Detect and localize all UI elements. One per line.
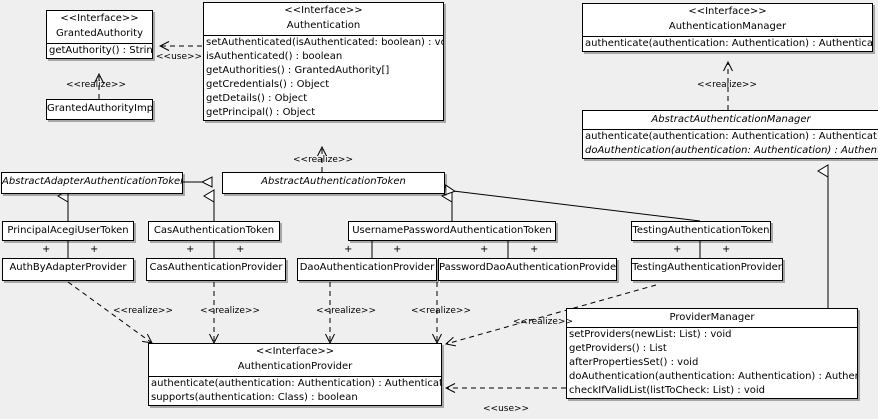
multiplicity-marker: + [480, 244, 489, 255]
operation: doAuthentication(authentication: Authent… [585, 145, 878, 156]
class-granted-authority-impl[interactable]: GrantedAuthorityImpl [46, 99, 153, 120]
compartment-divider [204, 35, 443, 36]
operation: getDetails() : Object [206, 93, 308, 104]
class-password-dao-authentication-provider[interactable]: PasswordDaoAuthenticationProvider [438, 258, 617, 281]
class-name: AuthByAdapterProvider [9, 262, 127, 273]
class-header: <<Interface>> AuthenticationManager [583, 4, 872, 36]
class-dao-authentication-provider[interactable]: DaoAuthenticationProvider [297, 258, 437, 281]
multiplicity-marker: + [393, 244, 402, 255]
operations-compartment: authenticate(authentication: Authenticat… [583, 130, 878, 158]
operations-compartment: setAuthenticated(isAuthenticated: boolea… [204, 36, 443, 120]
multiplicity-marker: + [236, 244, 245, 255]
operation: isAuthenticated() : boolean [206, 51, 343, 62]
operation: checkIfValidList(listToCheck: List) : vo… [569, 385, 766, 396]
class-header: <<Interface>> AuthenticationProvider [149, 344, 441, 376]
class-abstract-authentication-token[interactable]: AbstractAuthenticationToken [222, 172, 445, 194]
class-abstract-authentication-manager[interactable]: AbstractAuthenticationManager authentica… [582, 110, 878, 159]
operation: setProviders(newList: List) : void [569, 329, 732, 340]
multiplicity-marker: + [186, 244, 195, 255]
multiplicity-marker: + [673, 244, 682, 255]
edge-generalization-testingauthenticationtoken [445, 190, 701, 222]
class-name: AbstractAdapterAuthenticationToken [2, 176, 183, 187]
operation: setAuthenticated(isAuthenticated: boolea… [206, 37, 444, 48]
edge-label-realize-passworddaoauthenticationprovider: <<realize>> [411, 306, 471, 316]
operation: supports(authentication: Class) : boolea… [151, 392, 358, 403]
class-username-password-authentication-token[interactable]: UsernamePasswordAuthenticationToken [348, 221, 556, 241]
class-name: CasAuthenticationProvider [149, 262, 283, 273]
operation: getAuthority() : String [49, 45, 153, 56]
class-abstract-adapter-authentication-token[interactable]: AbstractAdapterAuthenticationToken [1, 172, 183, 194]
class-cas-authentication-provider[interactable]: CasAuthenticationProvider [146, 258, 286, 281]
compartment-divider [583, 129, 878, 130]
operation: getCredentials() : Object [206, 79, 330, 90]
operations-compartment: setProviders(newList: List) : void getPr… [567, 328, 857, 398]
compartment-divider [47, 43, 152, 44]
compartment-divider [149, 376, 441, 377]
operation: getAuthorities() : GrantedAuthority[] [206, 65, 390, 76]
operation: afterPropertiesSet() : void [569, 357, 699, 368]
class-name: AbstractAuthenticationManager [651, 114, 811, 125]
stereotype-label: <<Interface>> [284, 5, 363, 16]
class-name: GrantedAuthority [55, 28, 144, 39]
operations-compartment: getAuthority() : String [47, 44, 152, 58]
class-name: UsernamePasswordAuthenticationToken [352, 225, 552, 236]
edge-label-realize-authbyadapterprovider: <<realize>> [113, 306, 173, 316]
edge-label-realize-daoauthenticationprovider: <<realize>> [316, 306, 376, 316]
class-auth-by-adapter-provider[interactable]: AuthByAdapterProvider [2, 258, 134, 281]
edge-label-use-providermanager: <<use>> [483, 404, 530, 414]
class-authentication-provider[interactable]: <<Interface>> AuthenticationProvider aut… [148, 343, 442, 406]
class-name: GrantedAuthorityImpl [47, 103, 153, 114]
class-name: TestingAuthenticationToken [632, 225, 770, 236]
operations-compartment: authenticate(authentication: Authenticat… [149, 377, 441, 405]
multiplicity-marker: + [530, 244, 539, 255]
class-testing-authentication-token[interactable]: TestingAuthenticationToken [631, 221, 771, 241]
class-name: Authentication [286, 20, 361, 31]
class-name: AuthenticationManager [668, 21, 787, 32]
multiplicity-marker: + [722, 244, 731, 255]
class-header: AbstractAuthenticationManager [583, 111, 878, 129]
class-authentication[interactable]: <<Interface>> Authentication setAuthenti… [203, 2, 444, 121]
class-header: <<Interface>> GrantedAuthority [47, 11, 152, 43]
edge-label-realize-casauthenticationprovider: <<realize>> [200, 306, 260, 316]
compartment-divider [583, 36, 872, 37]
edge-label-realize-abstractauthenticationtoken: <<realize>> [293, 155, 353, 165]
class-testing-authentication-provider[interactable]: TestingAuthenticationProvider [631, 258, 783, 281]
stereotype-label: <<Interface>> [60, 13, 139, 24]
class-granted-authority[interactable]: <<Interface>> GrantedAuthority getAuthor… [46, 10, 153, 59]
class-name: TestingAuthenticationProvider [632, 262, 782, 273]
compartment-divider [567, 327, 857, 328]
class-header: <<Interface>> Authentication [204, 3, 443, 35]
class-name: DaoAuthenticationProvider [299, 262, 435, 273]
class-name: PrincipalAcegiUserToken [7, 225, 129, 236]
multiplicity-marker: + [90, 244, 99, 255]
class-cas-authentication-token[interactable]: CasAuthenticationToken [148, 221, 280, 241]
operation: authenticate(authentication: Authenticat… [585, 38, 873, 49]
class-principal-acegi-user-token[interactable]: PrincipalAcegiUserToken [2, 221, 134, 241]
operation: getProviders() : List [569, 343, 667, 354]
edge-label-use-authentication-grantedauthority: <<use>> [156, 52, 203, 62]
operation: getPrincipal() : Object [206, 107, 316, 118]
operation: authenticate(authentication: Authenticat… [585, 131, 878, 142]
class-name: CasAuthenticationToken [153, 225, 275, 236]
class-name: AbstractAuthenticationToken [261, 176, 406, 187]
operation: authenticate(authentication: Authenticat… [151, 378, 442, 389]
operation: doAuthentication(authentication: Authent… [569, 371, 857, 382]
multiplicity-marker: + [42, 244, 51, 255]
class-name: PasswordDaoAuthenticationProvider [439, 262, 617, 273]
class-authentication-manager[interactable]: <<Interface>> AuthenticationManager auth… [582, 3, 873, 52]
stereotype-label: <<Interface>> [255, 346, 335, 357]
operations-compartment: authenticate(authentication: Authenticat… [583, 37, 872, 51]
stereotype-label: <<Interface>> [688, 6, 767, 17]
edge-label-realize-abstractauthenticationmanager: <<realize>> [697, 80, 757, 90]
class-name: AuthenticationProvider [237, 361, 353, 372]
edge-label-realize-testingauthenticationprovider: <<realize>> [513, 317, 573, 327]
class-provider-manager[interactable]: ProviderManager setProviders(newList: Li… [566, 308, 858, 399]
class-name: ProviderManager [669, 312, 755, 323]
class-header: ProviderManager [567, 309, 857, 327]
edge-label-realize-grantedauthorityimpl: <<realize>> [66, 80, 126, 90]
multiplicity-marker: + [344, 244, 353, 255]
